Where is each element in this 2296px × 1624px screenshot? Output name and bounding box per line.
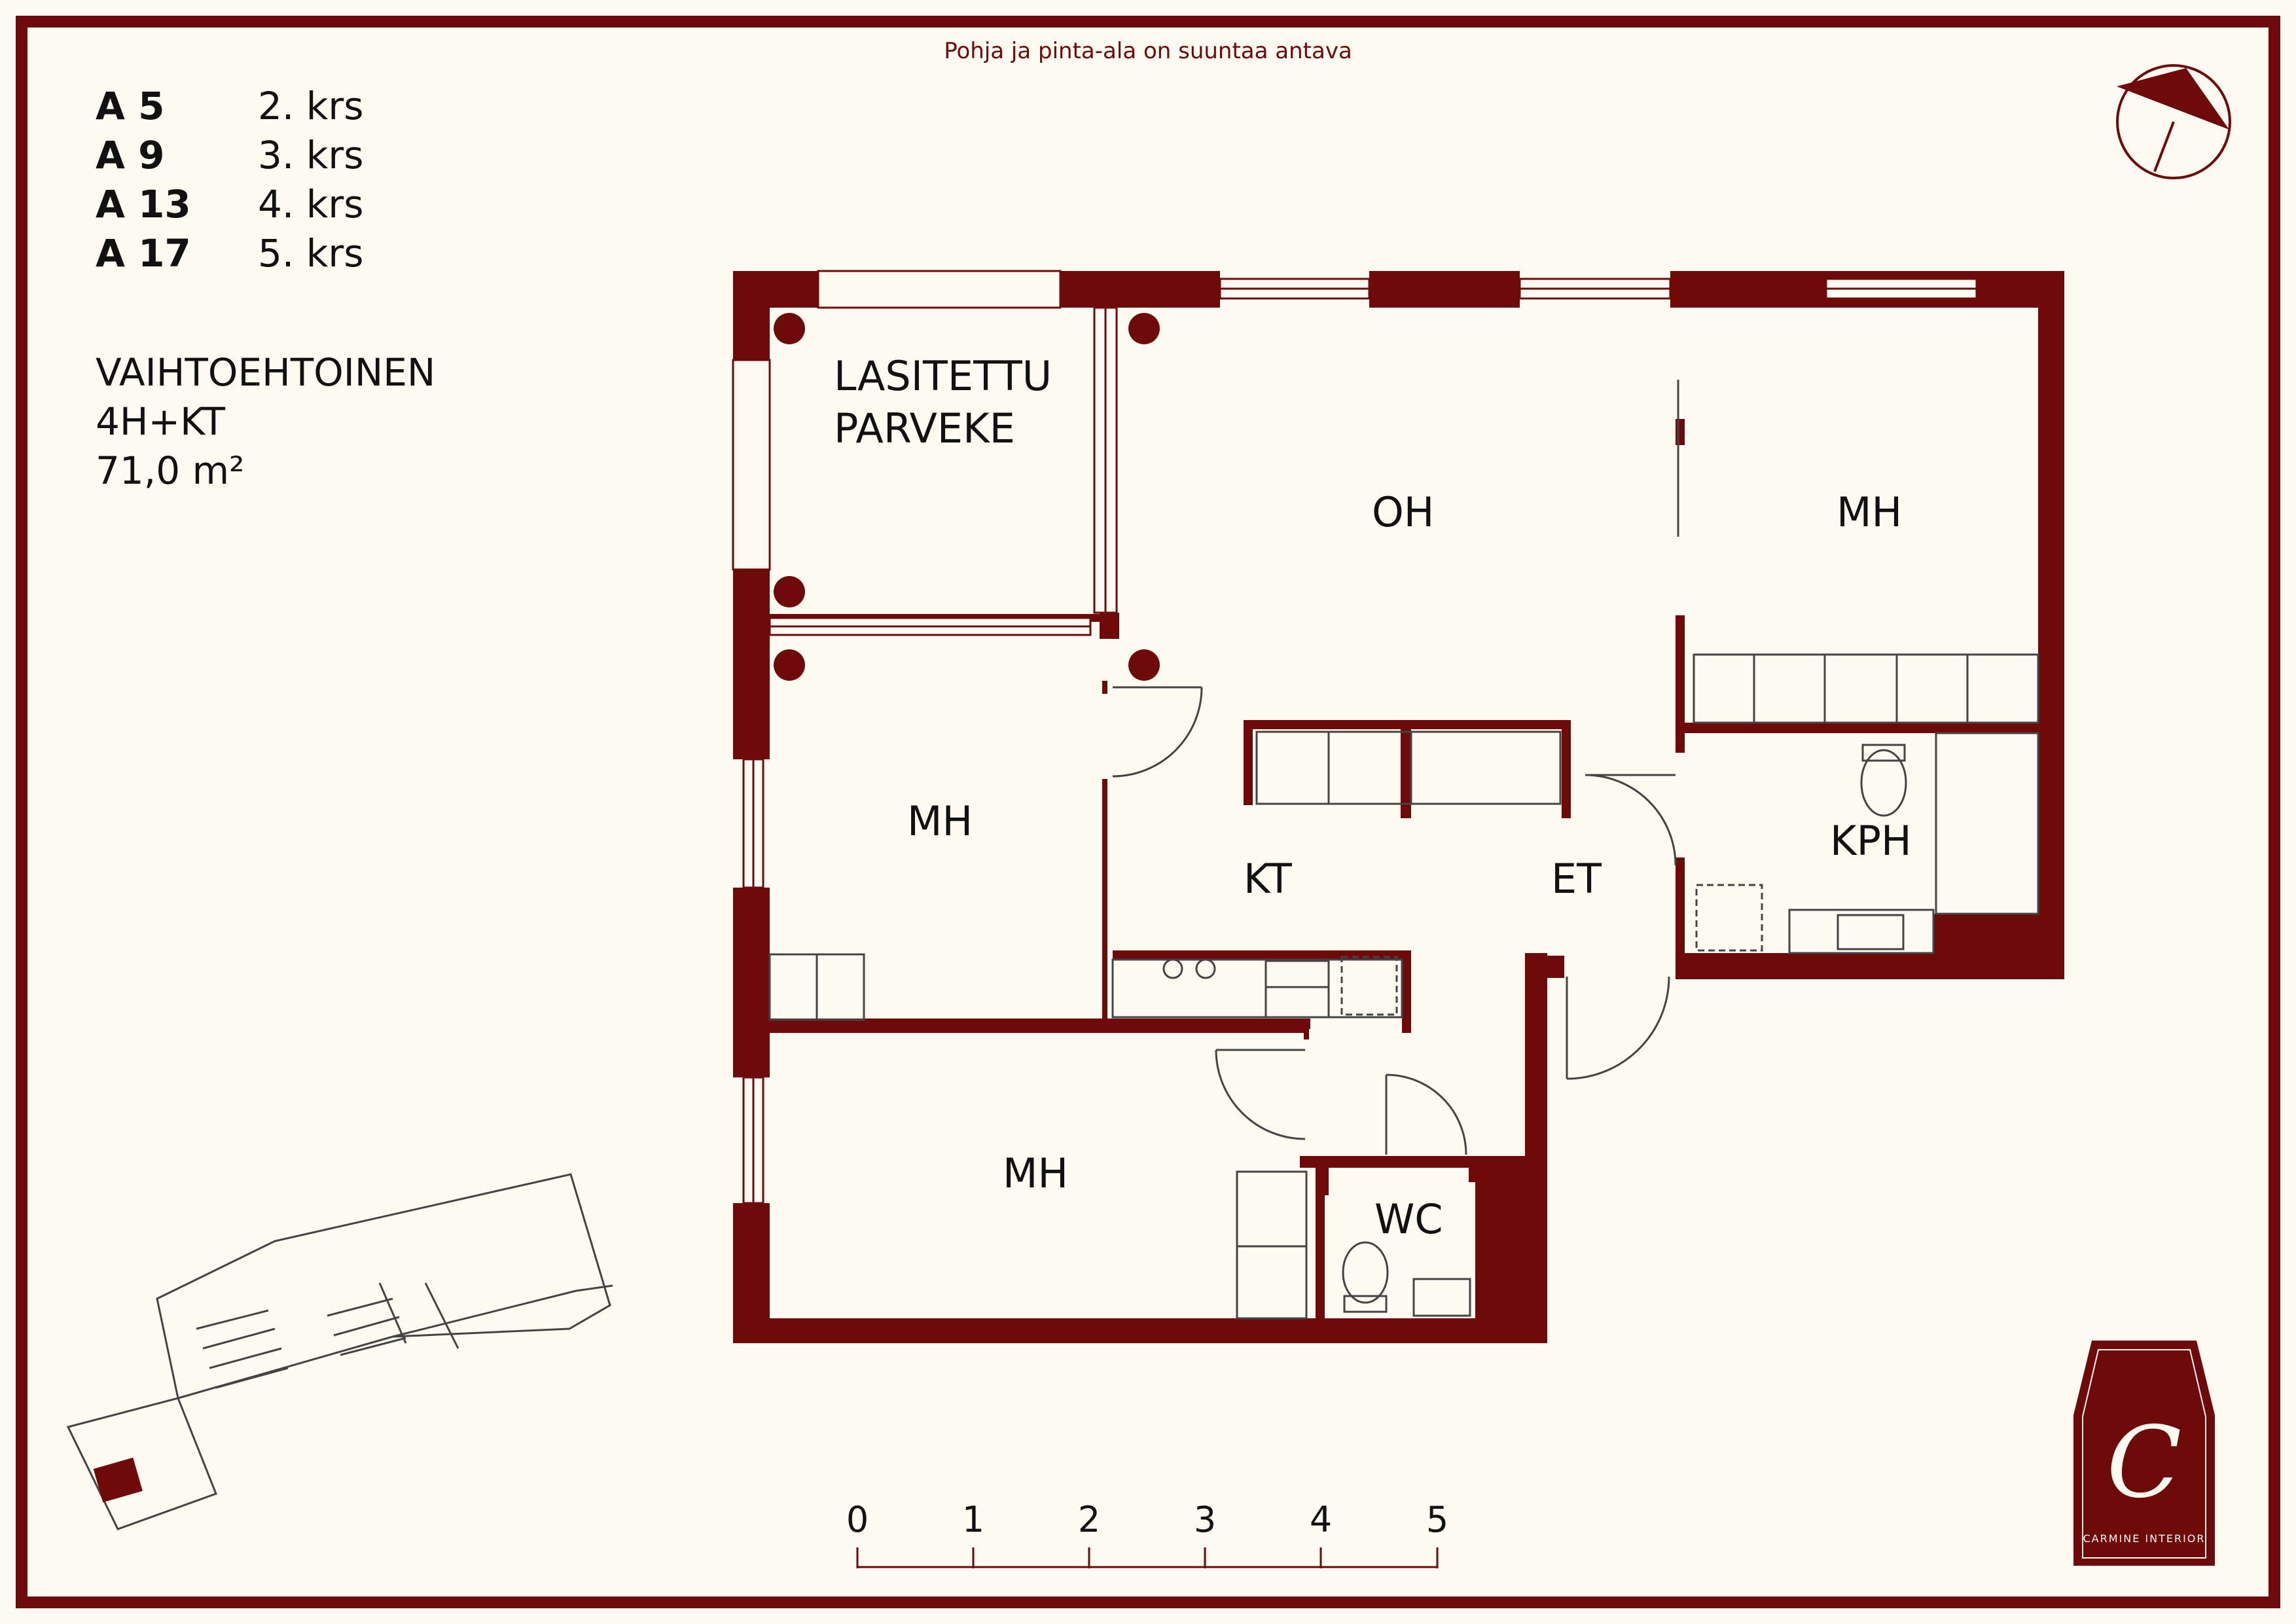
- columns: [774, 313, 1160, 681]
- apartment-code: A 17: [96, 231, 191, 276]
- apartment-code: A 13: [96, 182, 191, 226]
- apartment-rooms: 4H+KT: [96, 399, 226, 444]
- room-label-bedroom: MH: [1837, 488, 1902, 536]
- apartment-variant: VAIHTOEHTOINEN: [96, 350, 436, 395]
- scale-tick-label: 2: [1078, 1499, 1100, 1540]
- compass-icon: [2116, 64, 2231, 179]
- logo-letter: C: [2107, 1406, 2182, 1520]
- apartment-floor: 2. krs: [258, 84, 364, 128]
- room-label-bathroom: KPH: [1830, 817, 1912, 865]
- site-plan-icon: [66, 1173, 613, 1530]
- doors: [1112, 380, 1679, 1155]
- room-label-balcony: PARVEKE: [834, 405, 1015, 452]
- scale-tick-label: 4: [1310, 1499, 1332, 1540]
- scale-tick-label: 1: [962, 1499, 984, 1540]
- apartment-floor: 3. krs: [258, 133, 364, 177]
- apartment-area: 71,0 m²: [96, 448, 245, 493]
- scale-tick-label: 5: [1426, 1499, 1448, 1540]
- room-label-entry: ET: [1551, 855, 1602, 903]
- fixtures: [768, 653, 2039, 1320]
- room-label-toilet: WC: [1374, 1195, 1443, 1243]
- room-label-living: OH: [1372, 488, 1434, 536]
- room-label-bedroom: MH: [907, 797, 973, 845]
- room-label-bedroom: MH: [1003, 1149, 1068, 1197]
- room-label-kitchen: KT: [1244, 855, 1293, 903]
- room-label-balcony: LASITETTU: [834, 352, 1052, 400]
- logo-icon: [2073, 1341, 2215, 1566]
- logo-name: CARMINE INTERIOR: [2083, 1532, 2205, 1545]
- apartment-code: A 9: [96, 133, 165, 177]
- apartment-code: A 5: [96, 84, 165, 128]
- exterior-walls: [733, 271, 2064, 1343]
- scale-tick-label: 3: [1194, 1499, 1216, 1540]
- scale-bar: [856, 1547, 1439, 1568]
- scale-tick-label: 0: [846, 1499, 869, 1540]
- apartment-floor: 4. krs: [258, 182, 364, 226]
- windows: [732, 270, 2064, 1204]
- disclaimer-text: Pohja ja pinta-ala on suuntaa antava: [944, 38, 1352, 64]
- apartment-floor: 5. krs: [258, 231, 364, 276]
